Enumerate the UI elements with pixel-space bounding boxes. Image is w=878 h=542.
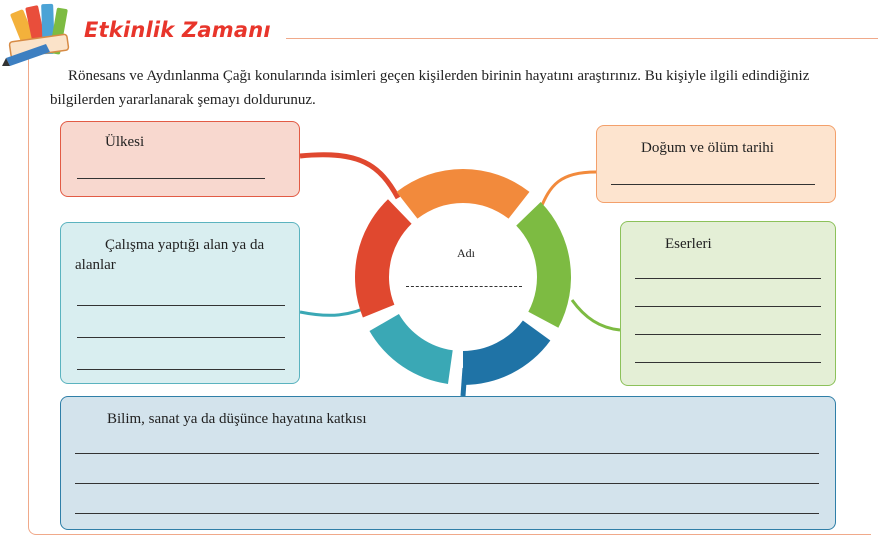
box-ulkesi: Ülkesi — [60, 121, 300, 197]
ring-segment-green — [516, 201, 571, 328]
page-frame — [28, 38, 871, 535]
answer-line[interactable] — [75, 453, 819, 454]
ring-segment-blue — [463, 320, 551, 385]
center-circle — [391, 205, 535, 349]
box-calisma: Çalışma yaptığı alan ya da alanlar — [60, 222, 300, 384]
answer-line[interactable] — [635, 362, 821, 363]
box-katkisi: Bilim, sanat ya da düşünce hayatına katk… — [60, 396, 836, 530]
center-answer-line — [406, 286, 522, 287]
answer-line[interactable] — [77, 305, 285, 306]
box-dogum: Doğum ve ölüm tarihi — [596, 125, 836, 203]
title-rule — [286, 38, 878, 39]
label-dogum: Doğum ve ölüm tarihi — [641, 140, 774, 156]
label-ulkesi: Ülkesi — [105, 134, 145, 150]
center-label: Adı — [457, 246, 475, 260]
answer-line[interactable] — [77, 369, 285, 370]
box-eserleri: Eserleri — [620, 221, 836, 386]
answer-line[interactable] — [635, 306, 821, 307]
ring-segment-red — [355, 199, 412, 318]
label-calisma: Çalışma yaptığı alan ya da alanlar — [75, 237, 265, 273]
connector-eserleri — [570, 299, 621, 332]
ring — [355, 169, 571, 385]
answer-line[interactable] — [635, 334, 821, 335]
answer-line[interactable] — [635, 278, 821, 279]
label-katkisi: Bilim, sanat ya da düşünce hayatına katk… — [107, 411, 367, 427]
ring-segment-orange — [396, 169, 530, 219]
page-title: Etkinlik Zamanı — [84, 18, 271, 42]
answer-line[interactable] — [75, 513, 819, 514]
instructions-text: Rönesans ve Aydınlanma Çağı konularında … — [50, 68, 810, 108]
ring-segment-teal — [369, 314, 453, 384]
connector-ulkesi — [299, 152, 401, 200]
answer-line[interactable] — [77, 337, 285, 338]
answer-line[interactable] — [77, 178, 265, 179]
connector-dogum — [538, 170, 597, 211]
label-eserleri: Eserleri — [665, 236, 712, 252]
answer-line[interactable] — [75, 483, 819, 484]
answer-line[interactable] — [611, 184, 815, 185]
books-pencil-icon — [2, 3, 70, 66]
